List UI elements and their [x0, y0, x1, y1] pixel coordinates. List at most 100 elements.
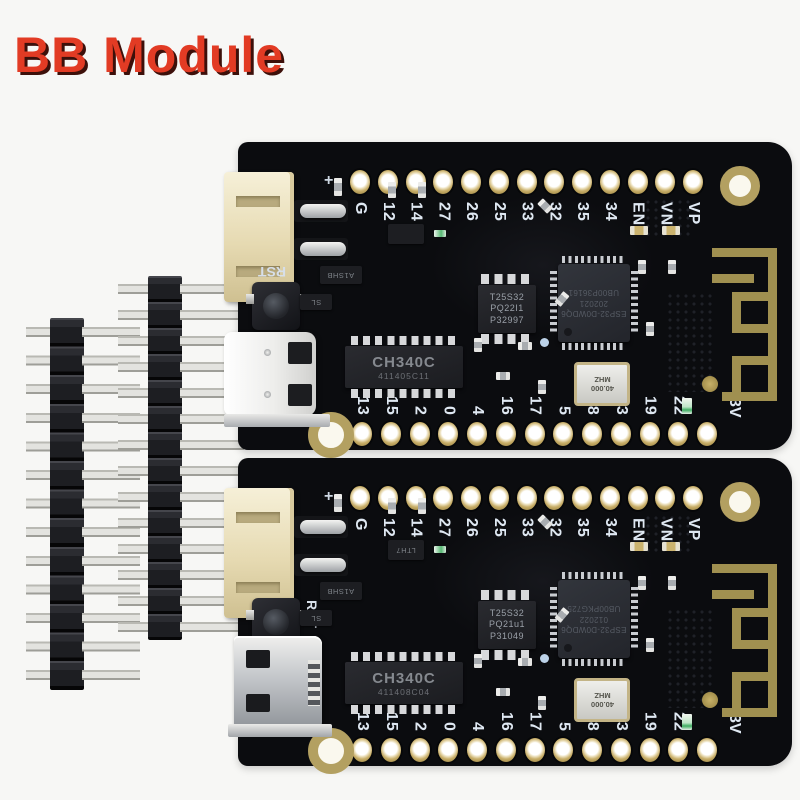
pin-hole: [668, 738, 689, 762]
chip-label: ESP32-D0WDQ6: [561, 309, 627, 319]
pin-hole-with-label: 27: [432, 486, 454, 564]
chip-pins: [562, 659, 626, 666]
pin-hole: [599, 170, 620, 194]
chip-label: LTH7: [396, 545, 416, 555]
usb-anchor-slot: [246, 650, 270, 668]
pin-hole: [467, 738, 487, 762]
diode: SL: [300, 294, 332, 310]
pin-hole: [553, 422, 574, 446]
button-tab: [246, 610, 254, 620]
pin-label: 17: [526, 396, 544, 416]
pin-label: 14: [407, 202, 425, 222]
jst-pin: [300, 558, 346, 572]
pin-hole: [524, 422, 545, 446]
chip-label: T25S32: [489, 292, 525, 303]
pin-hole: [582, 738, 602, 762]
smd-component: [630, 542, 648, 551]
usb-c-connector: [224, 332, 316, 416]
header-pins-left: [118, 276, 150, 640]
esp32-board-bottom: + G 12 14 27 26 25 33: [224, 458, 792, 774]
smd-component: [668, 260, 676, 274]
pin-hole: [467, 422, 487, 446]
usb-contact-block: [288, 342, 312, 364]
pin-hole-with-label: 16: [495, 684, 517, 762]
smd-component: [662, 542, 680, 551]
jst-pin: [300, 520, 346, 534]
smd-component: [662, 226, 680, 235]
chip-pins: [562, 572, 626, 579]
reset-button: [252, 282, 300, 330]
pin-label: 13: [354, 396, 371, 416]
pin-label: 17: [526, 712, 544, 732]
pin-hole: [582, 422, 602, 446]
pin-hole-with-label: EN: [627, 486, 649, 564]
pin-hole: [433, 486, 454, 510]
pin-hole: [572, 170, 592, 194]
pin-label: 27: [435, 518, 453, 538]
jst-pin: [300, 204, 346, 218]
pin-hole-with-label: 4: [466, 684, 488, 762]
jst-slot: [236, 582, 280, 593]
smd-component: [646, 638, 654, 652]
pin-hole-with-label: [696, 368, 718, 446]
pin-label: 13: [354, 712, 371, 732]
chip-pins: [481, 650, 533, 660]
usb-contact-block: [288, 384, 312, 406]
usb-anchor-slot: [246, 694, 270, 712]
battery-plus-mark: +: [324, 172, 334, 189]
pin-hole-with-label: VP: [682, 486, 704, 564]
header-plastic-body: [148, 276, 182, 640]
chip-pins: [481, 334, 533, 344]
pin-label: 2: [411, 406, 429, 416]
pin-hole: [516, 486, 537, 510]
pin-label: 15: [382, 712, 400, 732]
chip-label: PQ22I1: [490, 303, 524, 314]
power-pin-label: 3V: [726, 714, 743, 734]
pin-label: VN: [657, 202, 675, 227]
pin-label: 33: [518, 202, 536, 222]
chip-label: CH340C: [372, 353, 436, 371]
micro-usb-connector: [234, 636, 322, 730]
pin-label: G: [352, 202, 369, 216]
led: [682, 398, 692, 414]
mount-hole: [720, 166, 760, 206]
pin-hole: [350, 486, 370, 510]
diode: SL: [300, 610, 332, 626]
pin-hole-with-label: 15: [380, 684, 402, 762]
pin-hole-with-label: 16: [495, 368, 517, 446]
charger-chip: LTH7: [388, 540, 424, 560]
pin-row-bottom: 13 15 2 0 4 16 17 5: [351, 368, 718, 446]
crystal-oscillator: 40.000 MHZ: [574, 678, 630, 722]
test-pad: [702, 376, 718, 392]
pin-hole: [516, 170, 537, 194]
pin-label: EN: [629, 518, 647, 543]
pin-hole-with-label: 5: [552, 684, 574, 762]
pin-hole: [668, 422, 689, 446]
pin-label: 0: [440, 406, 458, 416]
pin-hole: [438, 738, 459, 762]
led: [434, 230, 446, 237]
pin-label: 26: [463, 518, 480, 538]
smd-component: [496, 688, 510, 696]
pin-label: 27: [435, 202, 453, 222]
pin-hole-with-label: EN: [627, 170, 649, 248]
chip-label: SL: [310, 613, 322, 623]
crystal-label: MHZ: [593, 691, 611, 700]
chip-pins: [351, 705, 457, 714]
flash-chip: T25S32 PQ22I1 P32997: [478, 285, 536, 333]
pin-hole: [697, 738, 717, 762]
pin-hole-with-label: 25: [488, 170, 510, 248]
chip-pins: [562, 256, 626, 263]
chip-label: 012022: [579, 615, 609, 625]
chip-pins: [631, 271, 638, 335]
pin-hole-with-label: 2: [409, 684, 431, 762]
pin-hole: [627, 170, 648, 194]
pin-hole: [544, 486, 565, 510]
pin-label: EN: [629, 202, 647, 227]
pin-hole: [438, 422, 459, 446]
pin-hole-with-label: 19: [639, 368, 661, 446]
chip-label: P31049: [489, 630, 525, 641]
smd-component: [518, 658, 532, 666]
header-pins-left: [26, 318, 52, 690]
pin-label: 34: [601, 202, 619, 222]
